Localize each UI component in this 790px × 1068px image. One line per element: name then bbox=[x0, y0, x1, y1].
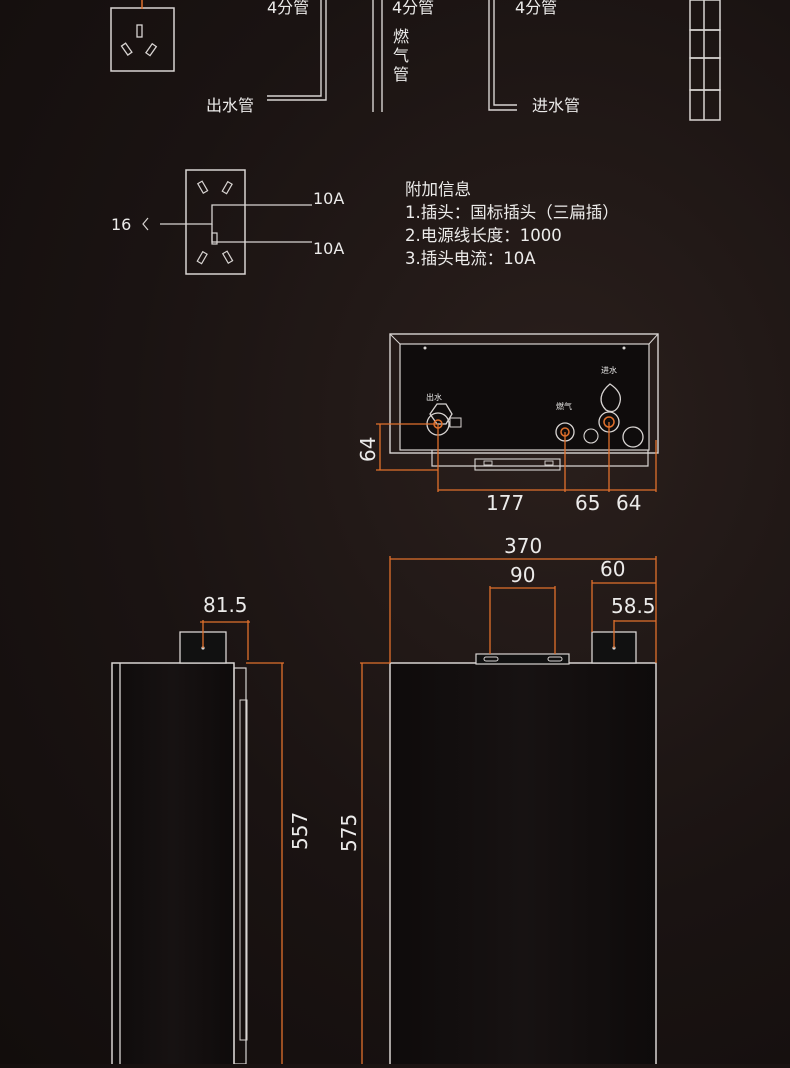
front-dim-right2: 58.5 bbox=[611, 594, 656, 618]
port-hot-label: 出水 bbox=[426, 392, 442, 402]
socket-input-label: 16 bbox=[111, 215, 131, 234]
wall-socket-icon bbox=[110, 7, 175, 72]
info-line-current: 3.插头电流：10A bbox=[405, 249, 536, 268]
socket-top-rating: 10A bbox=[313, 189, 344, 208]
port-cold-label: 进水 bbox=[601, 365, 617, 375]
port-gas-label: 燃气 bbox=[556, 401, 572, 411]
bottom-dim-b: 65 bbox=[575, 491, 600, 515]
water-out-label: 出水管 bbox=[206, 96, 254, 115]
side-dim-top: 81.5 bbox=[203, 593, 248, 617]
pipe-left-label: 4分管 bbox=[267, 0, 309, 17]
side-dim-height: 557 bbox=[288, 812, 312, 850]
gas-pipe bbox=[372, 0, 383, 112]
front-dim-width: 370 bbox=[504, 534, 542, 558]
info-line-plug: 1.插头：国标插头（三扁插） bbox=[405, 203, 619, 222]
additional-info-block: 附加信息 1.插头：国标插头（三扁插） 2.电源线长度：1000 3.插头电流：… bbox=[405, 178, 619, 270]
water-in-label: 进水管 bbox=[532, 96, 580, 115]
front-dim-mid: 90 bbox=[510, 563, 535, 587]
water-in-pipe bbox=[488, 0, 517, 111]
socket-bottom-rating: 10A bbox=[313, 239, 344, 258]
pipe-mid-label: 4分管 bbox=[392, 0, 434, 17]
vent-pipe-icon bbox=[689, 0, 721, 121]
front-dim-height: 575 bbox=[337, 814, 361, 852]
water-out-pipe bbox=[267, 0, 327, 101]
gas-vertical-char-2: 气 bbox=[393, 46, 409, 65]
info-line-cord-length: 2.电源线长度：1000 bbox=[405, 226, 562, 245]
bottom-dim-a: 177 bbox=[486, 491, 524, 515]
pipe-right-label: 4分管 bbox=[515, 0, 557, 17]
bottom-dim-height: 64 bbox=[356, 437, 380, 462]
gas-vertical-char-3: 管 bbox=[393, 65, 409, 84]
side-view-dimensions bbox=[200, 620, 283, 1064]
socket-wiring-diagram bbox=[142, 169, 312, 275]
heater-side-view bbox=[111, 631, 284, 1068]
bottom-view-dimensions bbox=[376, 422, 657, 492]
gas-vertical-char-1: 燃 bbox=[393, 27, 409, 46]
heater-front-view bbox=[389, 631, 657, 1068]
info-title: 附加信息 bbox=[405, 180, 471, 199]
front-dim-right: 60 bbox=[600, 557, 625, 581]
bottom-dim-c: 64 bbox=[616, 491, 641, 515]
heater-bottom-view bbox=[389, 333, 659, 471]
front-view-dimensions bbox=[360, 556, 657, 1064]
